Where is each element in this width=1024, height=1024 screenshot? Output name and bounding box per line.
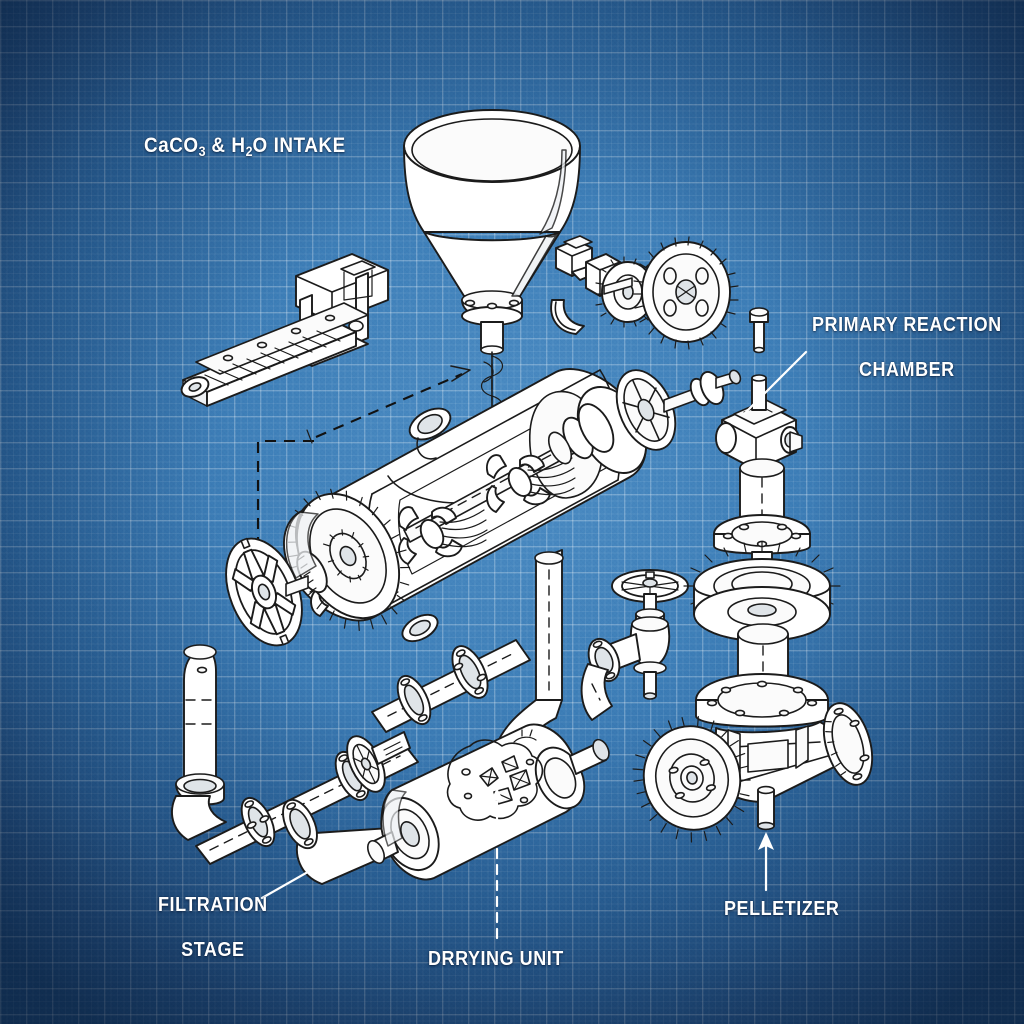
label-primary-reaction-chamber: PRIMARY REACTION CHAMBER — [812, 292, 1002, 404]
pelletizer-drive-gear — [632, 716, 751, 843]
exploded-gear-train — [550, 235, 739, 350]
pelletizer-assembly — [632, 374, 874, 843]
label-pelletizer: PELLETIZER — [724, 898, 840, 920]
slat-belt-conveyor — [180, 253, 389, 407]
primary-reaction-chamber — [283, 368, 648, 643]
intake-hopper — [403, 109, 581, 355]
filtration-leader — [260, 854, 338, 900]
gate-valve — [580, 569, 689, 721]
chamber-bottom-nozzle — [401, 613, 439, 643]
label-intake-text: CaCO3 & H2O INTAKE — [144, 134, 346, 159]
label-filtration-stage: FILTRATION STAGE — [158, 872, 268, 984]
pelletizer-gearbox — [715, 374, 803, 471]
label-primary-line1: PRIMARY REACTION — [812, 314, 1002, 337]
pelletizer-gear-stack — [683, 541, 841, 642]
chamber-flywheel — [615, 369, 742, 451]
callout-leaders — [260, 350, 808, 940]
filtration-arrowhead — [322, 856, 336, 868]
loose-bolt-pin — [749, 307, 769, 354]
exploded-handwheel — [225, 537, 309, 647]
label-drying-unit: DRRYING UNIT — [428, 948, 564, 970]
drying-arrowhead — [491, 788, 503, 800]
pelletizer-base-flange — [695, 673, 829, 728]
pellet-die-plate — [822, 702, 874, 786]
label-filtration-line2: STAGE — [181, 939, 245, 962]
chamber-top-nozzle — [408, 407, 452, 460]
label-primary-line2: CHAMBER — [858, 359, 955, 382]
primary-reaction-leader — [742, 350, 808, 416]
label-caco3-h2o-intake: CaCO3 & H2O INTAKE — [144, 134, 346, 159]
drying-unit — [366, 723, 610, 881]
label-filtration-line1: FILTRATION — [158, 894, 268, 917]
pelletizer-arrowhead — [758, 832, 774, 850]
filtration-piping — [171, 639, 531, 885]
